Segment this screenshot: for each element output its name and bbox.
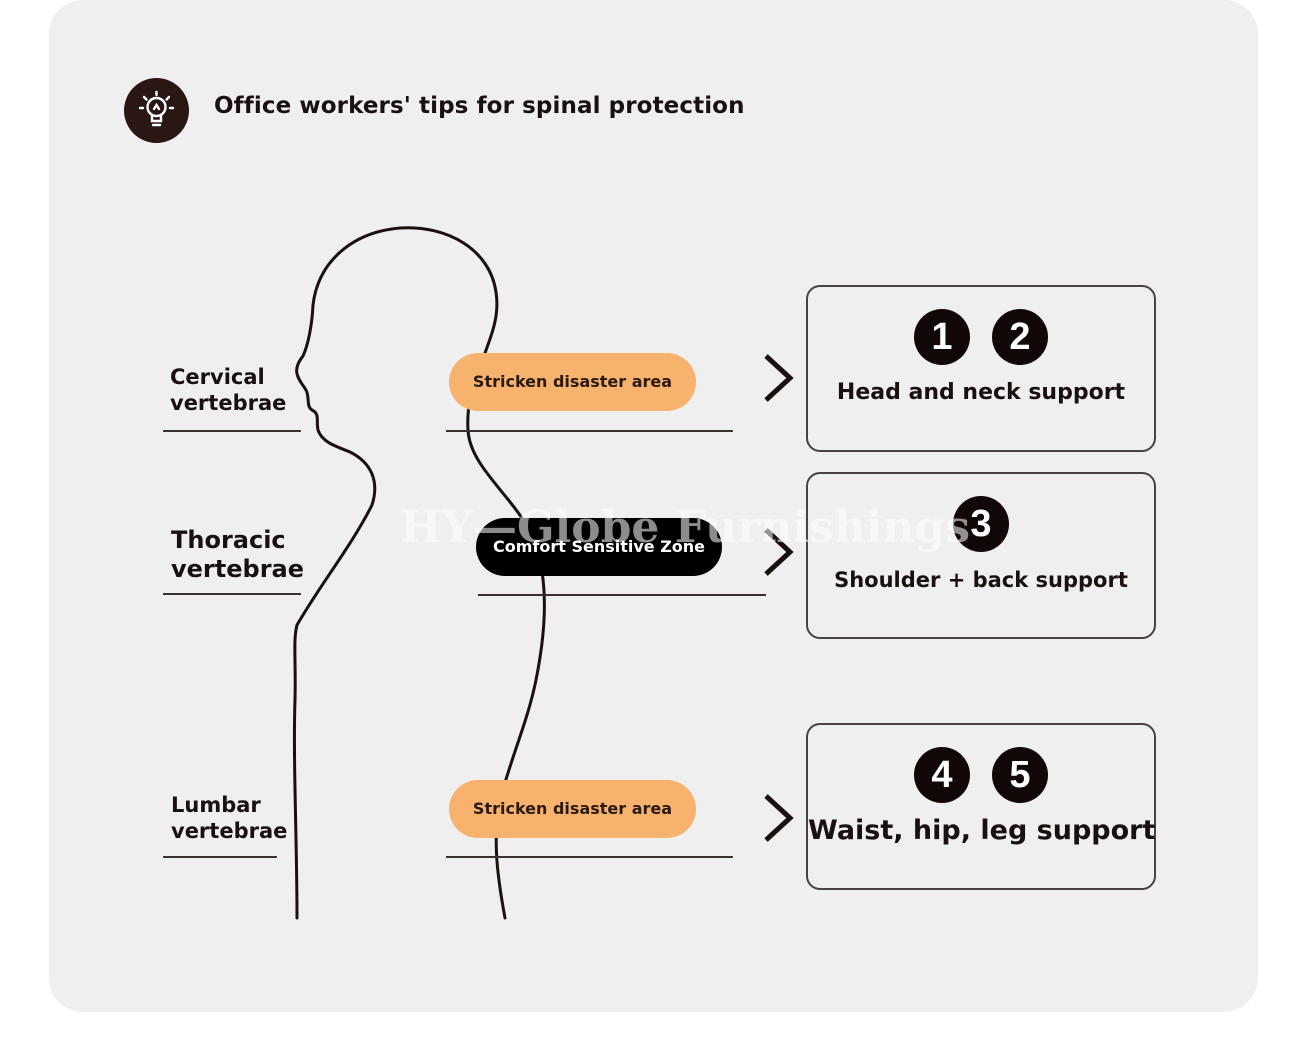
page-title: Office workers' tips for spinal protecti… [214, 93, 745, 119]
waist-hip-leg-support-box: 4 5 Waist, hip, leg support [806, 723, 1156, 890]
thoracic-right-rule [478, 594, 766, 596]
chevron-right-icon [764, 354, 794, 402]
cervical-left-rule [163, 430, 301, 432]
cervical-zone-pill: Stricken disaster area [449, 353, 696, 411]
head-neck-support-box: 1 2 Head and neck support [806, 285, 1156, 452]
thoracic-left-rule [163, 593, 301, 595]
chevron-right-icon [764, 528, 794, 576]
number-badge-4: 4 [914, 747, 970, 803]
head-neck-support-text: Head and neck support [836, 380, 1126, 405]
shoulder-back-support-text: Shoulder + back support [834, 568, 1128, 592]
waist-hip-leg-support-text: Waist, hip, leg support [808, 815, 1156, 846]
shoulder-back-support-box: 3 Shoulder + back support [806, 472, 1156, 639]
cervical-right-rule [446, 430, 733, 432]
number-badge-5: 5 [992, 747, 1048, 803]
cervical-label: Cervical vertebrae [170, 365, 287, 415]
lumbar-right-rule [446, 856, 733, 858]
lumbar-left-rule [163, 856, 277, 858]
chevron-right-icon [764, 794, 794, 842]
lumbar-zone-pill: Stricken disaster area [449, 780, 696, 838]
lightbulb-icon [124, 78, 189, 143]
lumbar-label: Lumbar vertebrae [171, 793, 288, 843]
number-badge-2: 2 [992, 309, 1048, 365]
thoracic-label: Thoracic vertebrae [171, 526, 304, 583]
thoracic-zone-pill: Comfort Sensitive Zone [476, 518, 722, 576]
number-badge-3: 3 [953, 496, 1009, 552]
number-badge-1: 1 [914, 309, 970, 365]
